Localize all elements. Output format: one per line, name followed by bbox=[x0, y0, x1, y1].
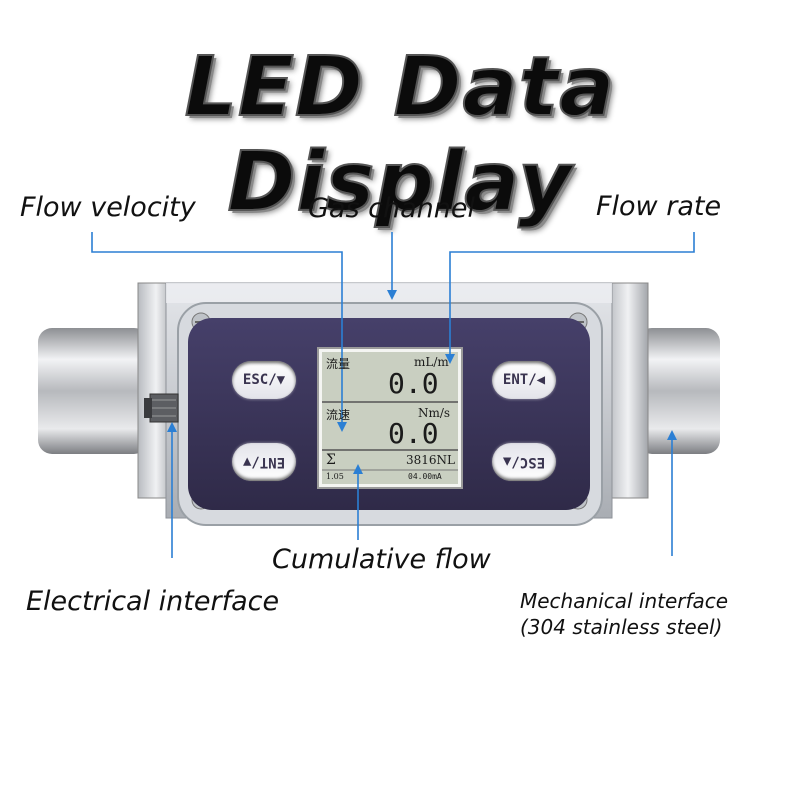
lcd-sigma: Σ bbox=[326, 452, 336, 468]
callout-gas-channel: Gas channel bbox=[308, 193, 475, 224]
lcd-version: 1.05 bbox=[326, 472, 344, 481]
callout-mechanical-interface: Mechanical interface bbox=[520, 589, 729, 613]
callout-mechanical-material: (304 stainless steel) bbox=[520, 615, 723, 639]
callout-electrical-interface: Electrical interface bbox=[26, 586, 280, 617]
right-pipe bbox=[638, 328, 720, 454]
lcd-flow-label: 流量 bbox=[326, 357, 351, 371]
esc-up-button[interactable]: ESC/▲ bbox=[492, 443, 556, 481]
page-title: LED Data Display bbox=[184, 39, 616, 231]
ent-button[interactable]: ENT/▼ bbox=[232, 443, 296, 481]
left-pipe bbox=[38, 328, 148, 454]
lcd-flow-unit: mL/m bbox=[414, 355, 449, 369]
callout-flow-rate: Flow rate bbox=[596, 191, 722, 222]
lcd-velocity-label: 流速 bbox=[326, 408, 351, 422]
esc-down-button[interactable]: ESC/▼ bbox=[232, 361, 296, 399]
callout-cumulative-flow: Cumulative flow bbox=[272, 544, 491, 575]
lcd-flow-value: 0.0 bbox=[388, 367, 439, 400]
lcd-screen bbox=[322, 352, 458, 484]
lcd-current: 04.00mA bbox=[408, 472, 442, 481]
callout-flow-velocity: Flow velocity bbox=[20, 192, 196, 223]
ent-left-button[interactable]: ENT/◀ bbox=[492, 361, 556, 399]
lcd-total: 3816NL bbox=[406, 453, 456, 467]
lcd-velocity-value: 0.0 bbox=[388, 417, 439, 450]
lcd-velocity-unit: Nm/s bbox=[418, 406, 451, 420]
right-flange bbox=[607, 282, 649, 499]
